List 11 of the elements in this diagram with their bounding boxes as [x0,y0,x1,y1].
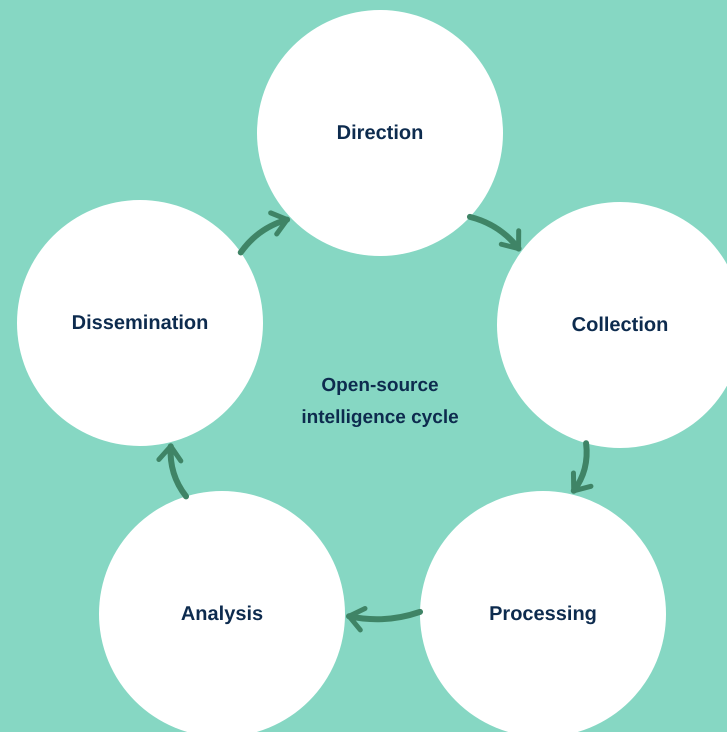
cycle-arrow [346,606,424,632]
stage-label: Collection [570,314,670,336]
stage-label: Processing [488,602,598,626]
stage-label: Dissemination [70,312,210,334]
cycle-arrow [156,443,190,500]
cycle-title: Open-source intelligence cycle [300,374,460,430]
stage-label: Direction [336,122,424,144]
stage-label: Analysis [180,602,264,626]
cycle-arrow [238,210,290,256]
cycle-arrow [570,440,594,494]
cycle-arrow [466,214,522,252]
